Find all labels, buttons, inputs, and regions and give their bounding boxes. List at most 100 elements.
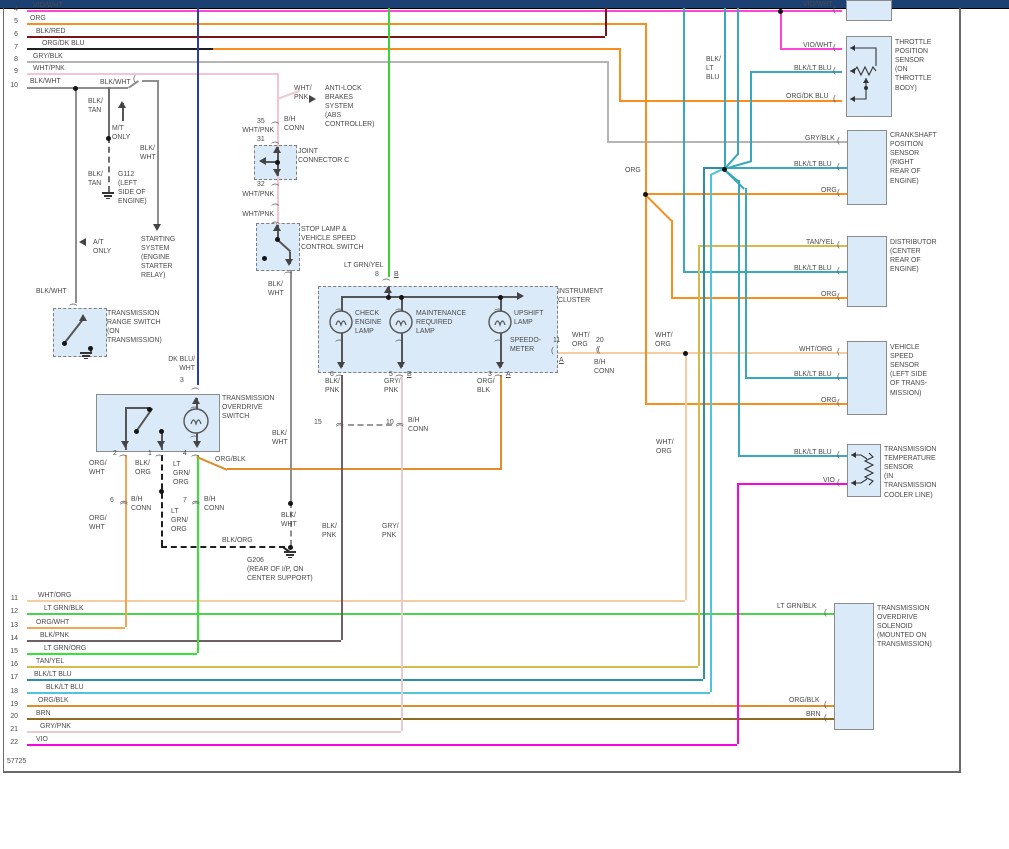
wire <box>290 502 292 546</box>
label: VEHICLE SPEED SENSOR (LEFT SIDE OF TRANS… <box>890 344 928 397</box>
connector-break-icon: ( <box>837 292 840 301</box>
wire <box>401 375 403 731</box>
wire <box>27 731 401 733</box>
junction-dot <box>721 166 727 172</box>
wire <box>703 167 724 169</box>
label: B/H CONN <box>594 359 615 376</box>
label: LT GRN/ ORG <box>173 461 191 487</box>
wire <box>341 296 521 298</box>
wire <box>341 297 343 311</box>
label: 5 <box>389 371 393 378</box>
label: WHT/ ORG <box>572 332 590 349</box>
wire <box>161 430 163 450</box>
label: A <box>559 357 564 364</box>
label: WHT/ PNK <box>294 85 312 102</box>
label: 19 <box>10 701 18 708</box>
connector-break-icon: ( <box>190 387 200 389</box>
label: B <box>407 371 412 378</box>
wire <box>196 433 198 445</box>
wire <box>738 180 740 455</box>
label: BLK/ LT BLU <box>706 56 721 82</box>
connector-box-top <box>846 0 892 21</box>
thermistor-icon <box>851 452 875 486</box>
label: BLK/PNK <box>40 632 70 639</box>
wire <box>27 744 737 746</box>
label: BLK/WHT <box>36 288 67 295</box>
wire <box>27 87 128 89</box>
label: ORG/DK BLU <box>42 40 85 47</box>
label: 20 <box>596 337 604 344</box>
label: ORG <box>821 291 837 298</box>
connector-break-icon: ( <box>837 162 840 171</box>
label: BLK/LT BLU <box>46 684 84 691</box>
connector-break-icon: (( <box>191 500 201 504</box>
connector-break-icon: ( <box>394 339 404 341</box>
connector-break-icon: (( <box>335 422 345 426</box>
connector-break-icon: ( <box>824 608 827 617</box>
label: 7 <box>14 44 18 51</box>
junction-dot <box>61 340 67 346</box>
label: 3 <box>488 371 492 378</box>
label: 4 <box>183 450 187 457</box>
label: A <box>506 371 511 378</box>
wire <box>745 188 747 377</box>
junction-dot <box>497 294 503 300</box>
wire <box>607 61 609 141</box>
label: GRY/PNK <box>40 723 71 730</box>
label: 9 <box>14 68 18 75</box>
wire <box>745 377 847 379</box>
wire <box>401 333 403 367</box>
wire <box>780 10 782 48</box>
junction-dot <box>385 294 391 300</box>
connector-break-icon: ( <box>190 454 200 456</box>
label: THROTTLE POSITION SENSOR (ON THROTTLE BO… <box>895 39 932 92</box>
wire <box>737 8 739 155</box>
label: 35 <box>257 118 265 125</box>
wire <box>750 71 752 162</box>
connector-break-icon: ( <box>833 5 836 14</box>
wire <box>348 424 392 426</box>
label: 1 <box>148 450 152 457</box>
wire <box>125 407 127 450</box>
wire <box>27 692 710 694</box>
label: 31 <box>257 136 265 143</box>
transmission-overdrive-solenoid-box <box>834 603 874 730</box>
label: BLK/ PNK <box>325 378 340 395</box>
connector-break-icon: ( <box>837 347 840 356</box>
label: B/H CONN <box>204 496 225 513</box>
connector-break-icon: ( <box>837 372 840 381</box>
wire <box>388 8 390 277</box>
connector-break-icon: ( <box>837 450 840 459</box>
wire <box>401 297 403 311</box>
label: BLK/ WHT <box>140 145 156 162</box>
label: WHT/ ORG <box>656 439 674 456</box>
label: 15 <box>314 419 322 426</box>
diagram-border-bottom <box>3 771 961 773</box>
label: ORG <box>821 187 837 194</box>
label: WHT/ORG <box>38 592 72 599</box>
wire <box>698 245 700 666</box>
label: GRY/ PNK <box>382 523 399 540</box>
wire <box>710 174 712 692</box>
crankshaft-position-sensor-box <box>847 130 887 205</box>
label: BRN <box>806 711 821 718</box>
connector-break-icon: ( <box>270 183 280 185</box>
wire <box>27 36 605 38</box>
wire <box>289 252 291 264</box>
label: CHECK ENGINE LAMP <box>355 310 382 336</box>
wire <box>605 8 607 36</box>
arrow-icon <box>118 101 126 108</box>
junction-dot <box>287 500 293 506</box>
connector-break-icon: ( <box>493 374 503 376</box>
connector-break-icon: ( <box>837 398 840 407</box>
label: DISTRIBUTOR (CENTER REAR OF ENGINE) <box>890 239 937 274</box>
junction-dot <box>274 236 280 242</box>
wire <box>685 352 687 600</box>
junction-dot <box>72 85 78 91</box>
junction-dot <box>274 159 280 165</box>
connector-break-icon: ( <box>381 278 391 280</box>
label: BLK/LT BLU <box>794 371 832 378</box>
junction-dot <box>158 488 164 494</box>
label: 8 <box>375 271 379 278</box>
wire <box>500 375 502 468</box>
